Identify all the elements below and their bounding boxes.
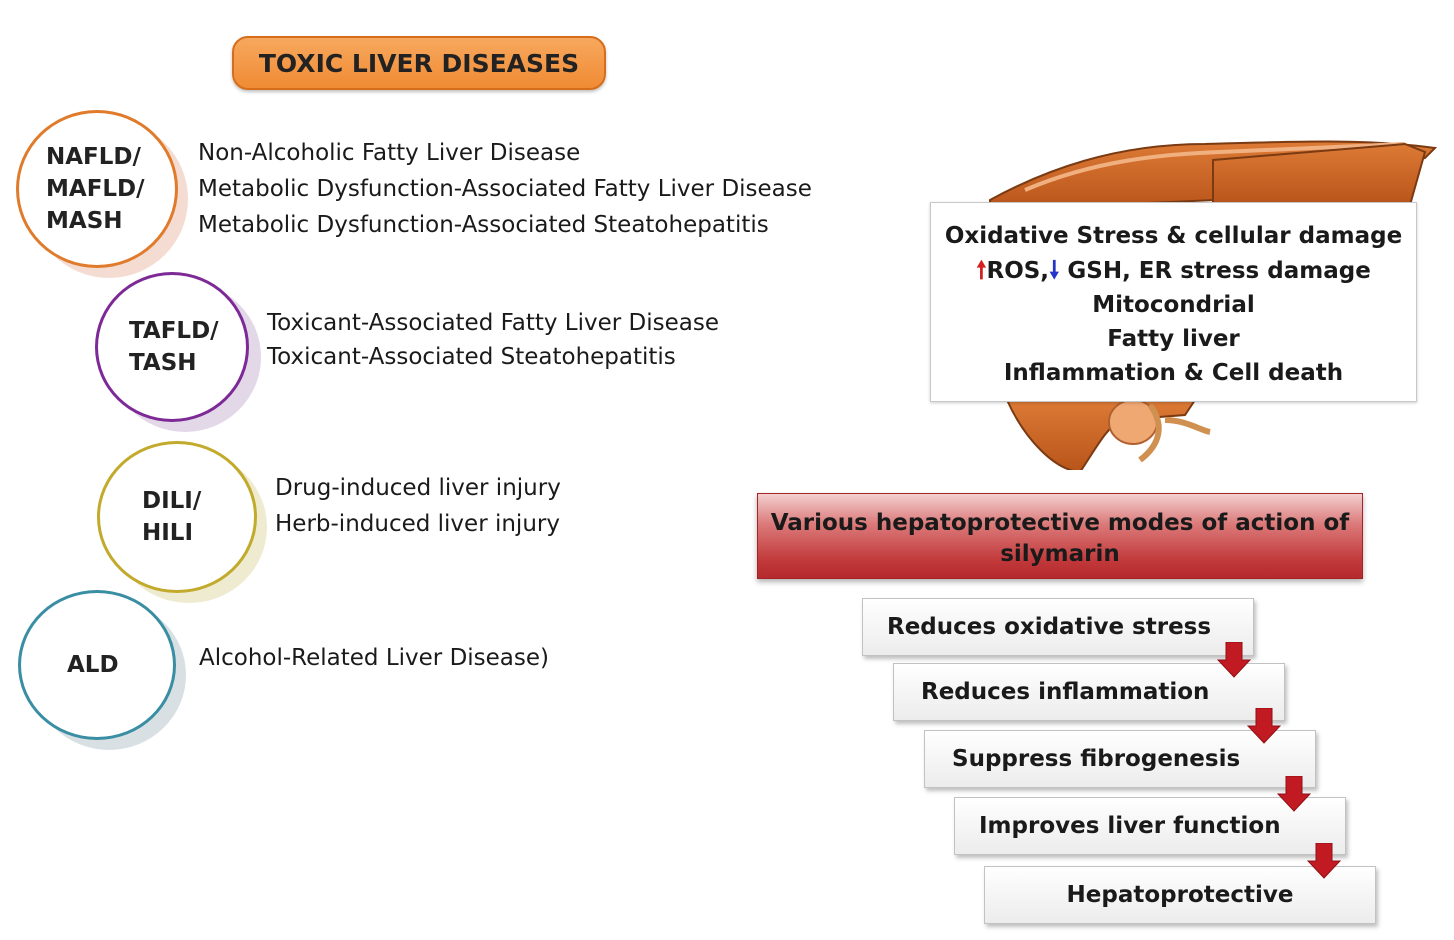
step-label: Reduces oxidative stress [887,614,1212,640]
banner-line-2: silymarin [1000,541,1120,567]
step-5: Hepatoprotective [984,866,1376,924]
bile-duct [1138,403,1211,463]
definition: Toxicant-Associated Fatty Liver Disease [267,310,719,336]
definition: Toxicant-Associated Steatohepatitis [267,344,676,370]
definitions-tafld: Toxicant-Associated Fatty Liver Disease … [267,306,719,374]
definition: Herb-induced liver injury [275,511,560,537]
banner-line-1: Various hepatoprotective modes of action… [770,510,1350,536]
abbr-ald: ALD [67,652,119,678]
step-label: Improves liver function [979,813,1281,839]
abbr-tafld: TAFLD/ TASH [129,318,219,376]
title-pill: TOXIC LIVER DISEASES [232,36,606,90]
liver-lower [1005,399,1197,470]
liver-edge [1024,142,1406,192]
definition: Drug-induced liver injury [275,475,561,501]
step-label: Hepatoprotective [1066,882,1294,908]
down-arrow-icon [1277,776,1311,812]
down-arrow-icon [1247,708,1281,744]
circle-tafld: TAFLD/ TASH [95,272,249,422]
definition: Non-Alcoholic Fatty Liver Disease [198,140,581,166]
info-ros: ROS, [986,258,1050,284]
silymarin-banner: Various hepatoprotective modes of action… [757,493,1363,579]
circle-ald: ALD [18,590,176,740]
step-3: Suppress fibrogenesis [924,730,1316,788]
definitions-nafld: Non-Alcoholic Fatty Liver Disease Metabo… [198,135,812,243]
liver-right-lobe [1212,142,1427,206]
oxidative-stress-box: Oxidative Stress & cellular damage 🠕ROS,… [930,202,1417,402]
abbr-nafld: NAFLD/ MAFLD/ MASH [46,144,145,234]
abbr-dili: DILI/ HILI [142,488,202,546]
definition: Metabolic Dysfunction-Associated Steatoh… [198,212,769,238]
info-line-3: Mitocondrial [1092,292,1255,318]
step-label: Reduces inflammation [921,679,1210,705]
step-2: Reduces inflammation [893,663,1285,721]
step-1: Reduces oxidative stress [862,598,1254,656]
step-label: Suppress fibrogenesis [952,746,1241,772]
down-arrow-icon: 🠗 [1049,256,1060,284]
info-line-4: Fatty liver [1107,326,1240,352]
info-line-2: 🠕ROS,🠗 GSH, ER stress damage [931,253,1416,288]
down-arrow-icon [1307,843,1341,879]
up-arrow-icon: 🠕 [976,256,987,284]
circle-nafld: NAFLD/ MAFLD/ MASH [16,110,178,268]
circle-dili: DILI/ HILI [97,441,257,593]
info-line-1: Oxidative Stress & cellular damage [944,223,1403,249]
step-4: Improves liver function [954,797,1346,855]
definitions-ald: Alcohol-Related Liver Disease) [199,640,549,676]
definition: Metabolic Dysfunction-Associated Fatty L… [198,176,812,202]
info-line-5: Inflammation & Cell death [1003,360,1344,386]
diagram-title: TOXIC LIVER DISEASES [258,48,580,78]
down-arrow-icon [1217,642,1251,678]
info-gsh: GSH, ER stress damage [1067,258,1371,284]
liver-illustration [989,140,1438,470]
definitions-dili: Drug-induced liver injury Herb-induced l… [275,470,561,542]
definition: Alcohol-Related Liver Disease) [199,645,550,671]
